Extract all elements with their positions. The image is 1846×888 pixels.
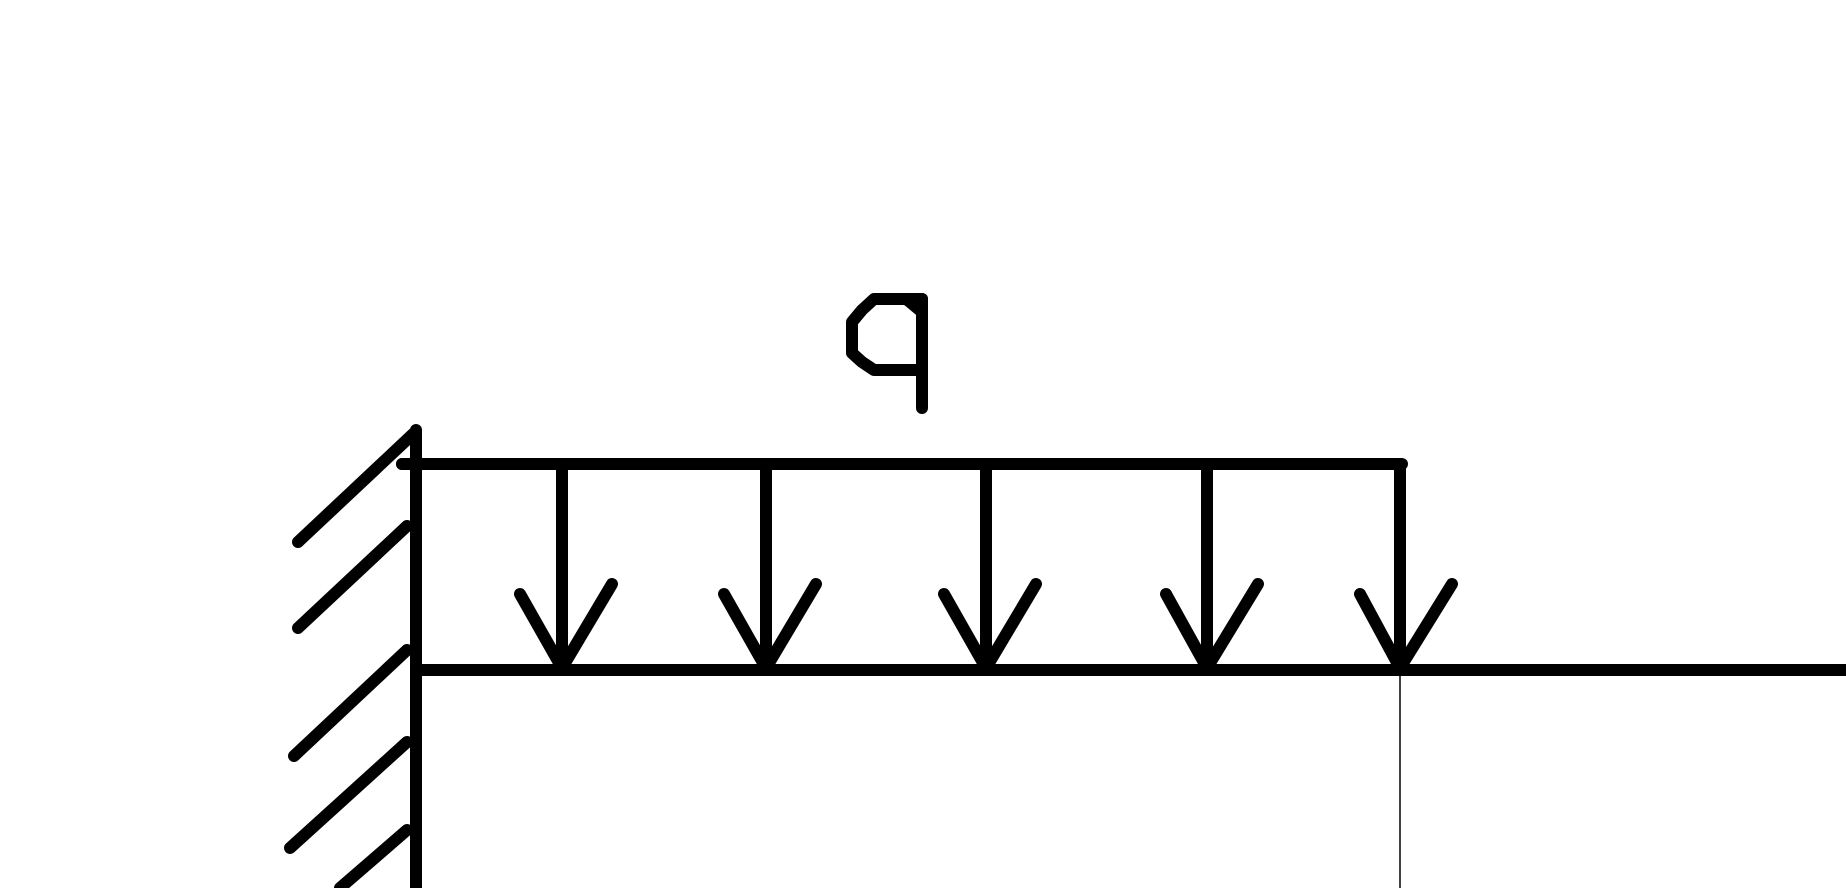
load-arrow-1 [514,458,618,674]
load-arrow-4 [1160,458,1264,674]
load-label-glyph [846,293,928,414]
load-arrow-3 [938,458,1042,674]
hatch-mark-4 [284,736,413,854]
load-arrows [514,458,1458,674]
hatch-mark-3 [288,644,413,762]
hatch-mark-1 [292,428,419,548]
load-arrow-2 [718,458,822,674]
wall-hatch-marks [284,428,419,888]
load-arrow-5 [1354,458,1458,674]
hatch-mark-2 [292,520,413,634]
hatch-mark-5 [334,824,413,888]
